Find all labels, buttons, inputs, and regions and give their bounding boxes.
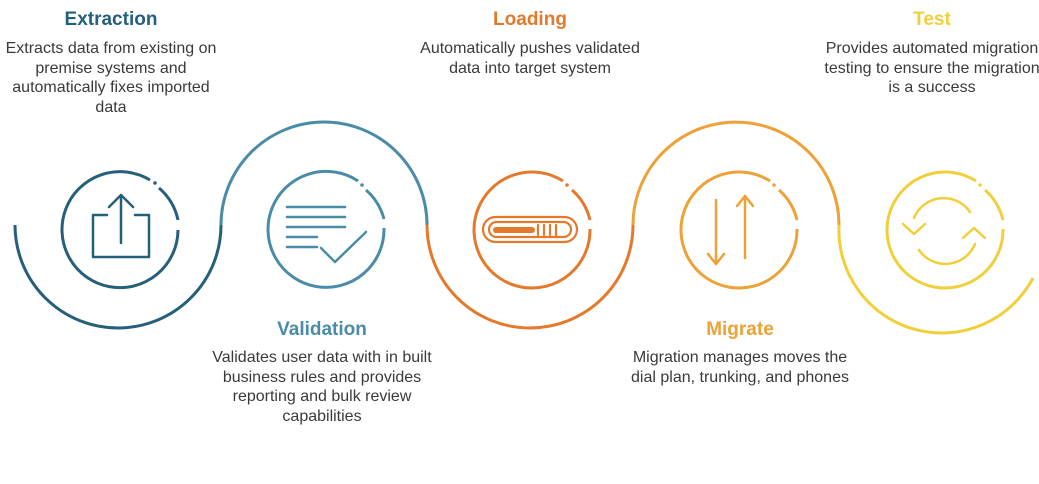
extraction-circle [60, 170, 180, 290]
wave-arc-test [837, 224, 1035, 335]
wave-arc-extraction [13, 224, 223, 330]
wave-arc-loading [425, 224, 635, 330]
step-description-test: Provides automated migration testing to … [824, 40, 1039, 96]
migrate-circle [679, 170, 799, 290]
step-title-loading: Loading [493, 9, 567, 30]
up-down-arrows-icon [706, 194, 755, 266]
step-description-migrate: Migration manages moves the dial plan, t… [631, 349, 849, 386]
loading-bar-icon [481, 215, 579, 244]
checklist-icon [285, 205, 368, 264]
loading-circle [472, 170, 592, 290]
step-description-extraction: Extracts data from existing on premise s… [5, 40, 217, 116]
step-title-extraction: Extraction [64, 9, 158, 30]
step-description-loading: Automatically pushes validated data into… [420, 40, 640, 77]
wave-arc-migrate [631, 120, 841, 226]
step-title-migrate: Migrate [706, 319, 774, 340]
wave-arc-validation [219, 120, 429, 226]
test-circle [885, 170, 1005, 290]
step-description-validation: Validates user data with in built busine… [212, 349, 432, 425]
step-title-test: Test [913, 9, 951, 30]
refresh-cycle-icon [901, 196, 987, 266]
step-title-validation: Validation [277, 319, 367, 340]
validation-circle [266, 169, 386, 289]
upload-share-icon [91, 193, 151, 259]
